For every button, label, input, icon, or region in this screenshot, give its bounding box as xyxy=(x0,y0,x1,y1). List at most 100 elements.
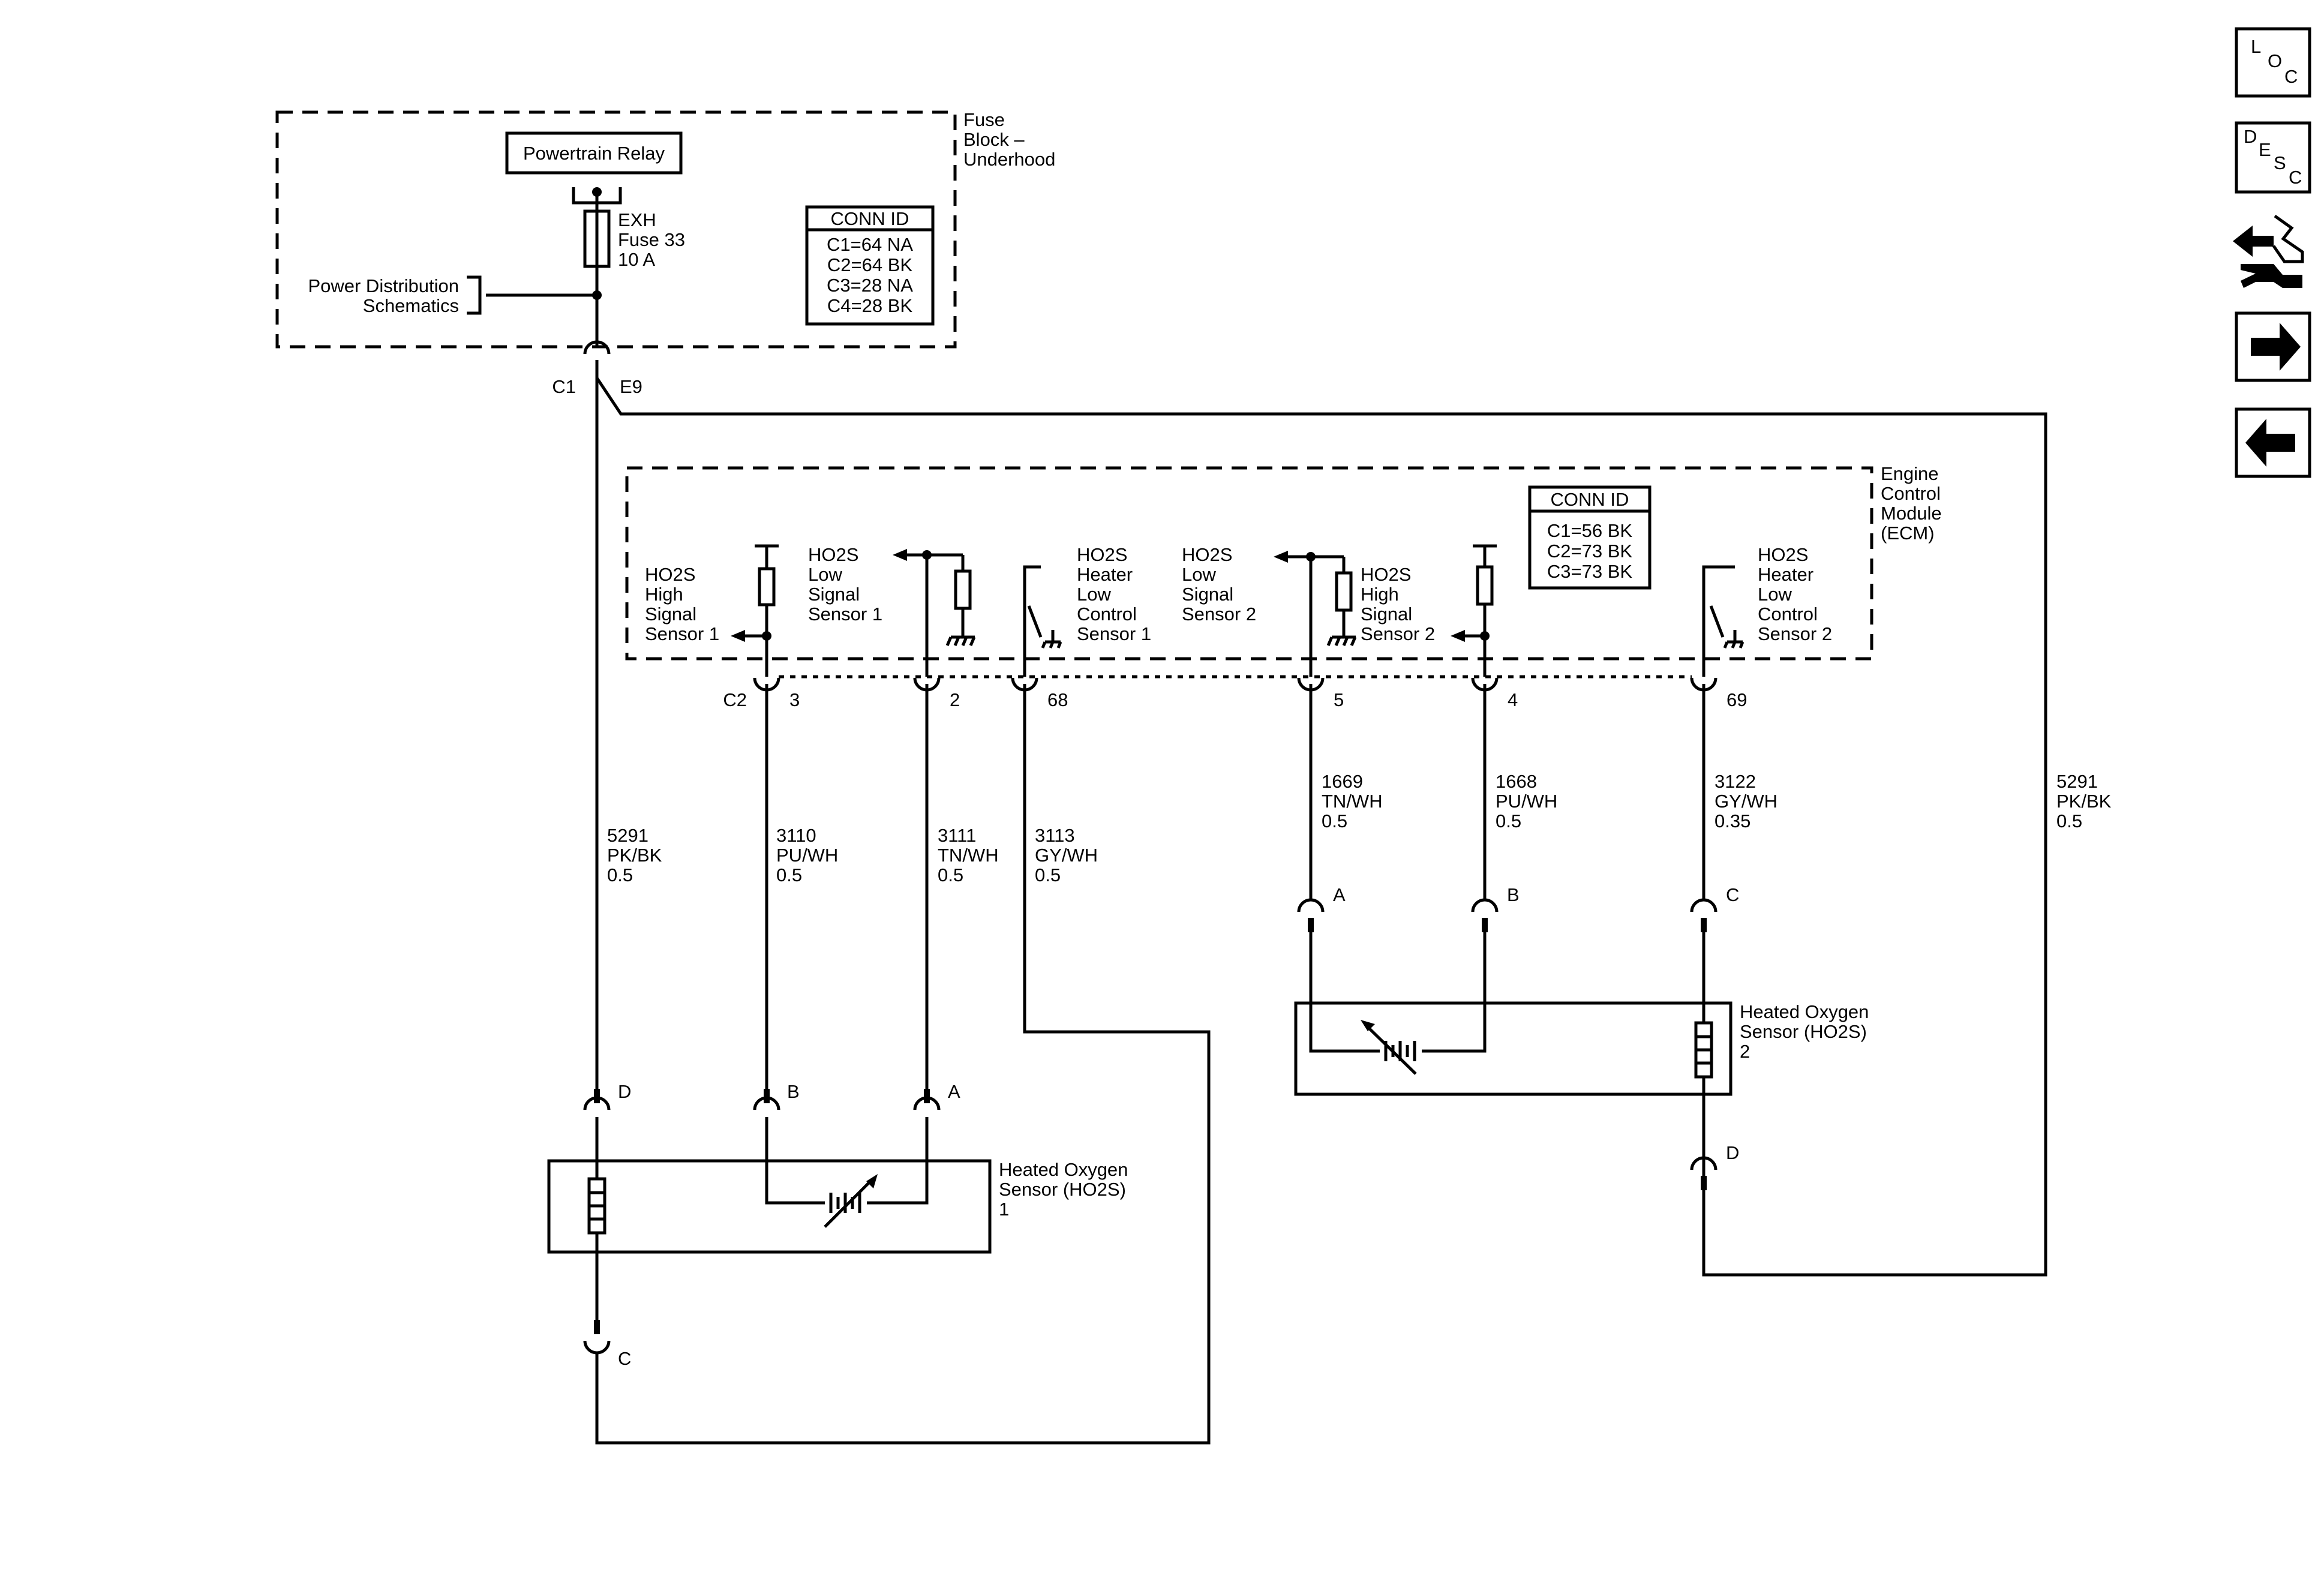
fuse-conn-row: C1=64 NA xyxy=(827,234,913,255)
fuse-conn-row: C3=28 NA xyxy=(827,275,913,296)
sensor2-title-2: Sensor (HO2S) xyxy=(1740,1021,1867,1042)
ecm-label-high2: High xyxy=(1361,584,1399,605)
loc-letter: O xyxy=(2268,50,2282,71)
sensor1-pin-d: D xyxy=(618,1081,631,1102)
ecm-label-high1: High xyxy=(645,584,683,605)
ecm-label-heater1: HO2S xyxy=(1077,544,1127,565)
previous-page-button[interactable] xyxy=(2235,407,2311,478)
ecm-label-heater1: Low xyxy=(1077,584,1111,605)
wire-label-3122: 3122 xyxy=(1715,771,1756,792)
sensor2-body xyxy=(1294,1001,1733,1096)
ecm-circuit-heater-sensor-1: HO2S Heater Low Control Sensor 1 xyxy=(1023,544,1151,677)
wire-labels: 5291 PK/BK 0.5 3110 PU/WH 0.5 3111 TN/WH… xyxy=(607,771,2112,885)
signal-arrow-left xyxy=(1451,630,1465,642)
wire-5291-right xyxy=(595,377,2047,1277)
desc-letter: D xyxy=(2244,126,2257,147)
power-distribution-label-2[interactable]: Schematics xyxy=(363,295,459,316)
ecm-label-heater2: Sensor 2 xyxy=(1758,623,1832,644)
ground-symbol xyxy=(1041,640,1062,649)
ecm-label-low1: Signal xyxy=(808,584,860,605)
desc-button[interactable]: D E S C xyxy=(2235,121,2311,194)
wire-label-5291-right: PK/BK xyxy=(2056,791,2112,812)
wire-label-3110: 0.5 xyxy=(776,864,802,885)
ground-symbol xyxy=(1326,635,1357,646)
ecm-label-heater1: Control xyxy=(1077,604,1137,625)
sensor1-pin-b: B xyxy=(787,1081,800,1102)
wire-label-3111: TN/WH xyxy=(938,845,999,866)
ecm-label-heater2: HO2S xyxy=(1758,544,1808,565)
sensor2-pin-c: C xyxy=(1726,884,1739,905)
ho2s-sensor-1: D B A Heated Oxygen Sensor (HO2S) 1 xyxy=(547,1081,1128,1369)
pin-label: 5 xyxy=(1334,689,1344,710)
wire-label-3122: 0.35 xyxy=(1715,810,1750,831)
ecm-label-low2: HO2S xyxy=(1182,544,1232,565)
arrow-right-icon xyxy=(2251,323,2301,371)
wire-label-3113: 3113 xyxy=(1035,825,1075,846)
pin-label: 69 xyxy=(1727,689,1747,710)
wire-label-3110: 3110 xyxy=(776,825,816,846)
desc-letter: C xyxy=(2289,167,2302,188)
ecm-label-heater1: Sensor 1 xyxy=(1077,623,1151,644)
low-side-driver-switch xyxy=(1709,605,1725,638)
fuse-block-title-2: Block – xyxy=(963,129,1025,150)
ecm-connector-c2: C2 3 2 68 5 4 69 xyxy=(723,675,1747,710)
sensor1-title-3: 1 xyxy=(999,1199,1009,1220)
fuse-block-boundary xyxy=(275,110,957,349)
ecm-label-high2: Sensor 2 xyxy=(1361,623,1435,644)
connector-label-c2: C2 xyxy=(723,689,747,710)
wire-label-1668: PU/WH xyxy=(1496,791,1557,812)
ecm-circuit-high-signal-sensor-2: HO2S High Signal Sensor 2 xyxy=(1361,544,1497,677)
ground-symbol xyxy=(945,635,976,646)
ecm-boundary xyxy=(625,466,1873,661)
wire-label-3113: 0.5 xyxy=(1035,864,1061,885)
fuse-block: Fuse Block – Underhood Powertrain Relay … xyxy=(275,109,1055,349)
wire-label-3113: GY/WH xyxy=(1035,845,1098,866)
loc-button[interactable]: L O C xyxy=(2235,27,2311,98)
ecm-circuit-low-signal-sensor-2: HO2S Low Signal Sensor 2 xyxy=(1182,544,1357,677)
wire-label-1668: 1668 xyxy=(1496,771,1537,792)
fuse-conn-id-title: CONN ID xyxy=(831,208,909,229)
wire-label-1669: 1669 xyxy=(1322,771,1363,792)
oxygen-sensing-element xyxy=(819,1174,878,1228)
sensor2-pin-d: D xyxy=(1726,1142,1739,1163)
ecm-label-heater2: Low xyxy=(1758,584,1792,605)
ecm-label-heater2: Heater xyxy=(1758,564,1813,585)
arrow-left-icon xyxy=(2245,419,2295,467)
next-page-button[interactable] xyxy=(2235,311,2311,382)
pull-down-resistor xyxy=(1335,571,1353,612)
power-distribution-bracket[interactable] xyxy=(467,275,482,315)
sensor1-title-2: Sensor (HO2S) xyxy=(999,1179,1126,1200)
ecm-conn-row: C2=73 BK xyxy=(1547,541,1633,562)
ecm-title-4: (ECM) xyxy=(1881,523,1935,544)
ecm-circuit-heater-sensor-2: HO2S Heater Low Control Sensor 2 xyxy=(1702,544,1832,677)
ecm-label-low1: HO2S xyxy=(808,544,858,565)
fuse-conn-row: C2=64 BK xyxy=(827,254,913,275)
ecm-label-high1: Signal xyxy=(645,604,696,625)
wire-label-1668: 0.5 xyxy=(1496,810,1521,831)
wire-label-5291-right: 5291 xyxy=(2056,771,2098,792)
ecm-module: Engine Control Module (ECM) CONN ID C1=5… xyxy=(625,463,1942,710)
loc-letter: L xyxy=(2251,36,2261,57)
pin-label-e9: E9 xyxy=(620,376,642,397)
signal-arrow-left xyxy=(1274,551,1288,563)
wire-label-5291-right: 0.5 xyxy=(2056,810,2082,831)
connector-tool-icon[interactable] xyxy=(2233,214,2304,288)
power-distribution-label-1[interactable]: Power Distribution xyxy=(308,275,459,296)
ecm-conn-row: C1=56 BK xyxy=(1547,520,1633,541)
fuse-conn-row: C4=28 BK xyxy=(827,295,913,316)
oxygen-sensing-element xyxy=(1361,1020,1428,1075)
sensor2-title-1: Heated Oxygen xyxy=(1740,1001,1869,1022)
ecm-label-low2: Sensor 2 xyxy=(1182,604,1256,625)
pin-label: 2 xyxy=(950,689,960,710)
sensor2-pin-a: A xyxy=(1333,884,1346,905)
connector-label-c1: C1 xyxy=(552,376,576,397)
ecm-conn-id-box xyxy=(1528,485,1652,590)
wire-label-3111: 3111 xyxy=(938,825,976,846)
low-side-driver-switch xyxy=(1027,605,1043,638)
desc-letter: S xyxy=(2274,152,2286,173)
ecm-title-1: Engine xyxy=(1881,463,1939,484)
wire-label-3111: 0.5 xyxy=(938,864,963,885)
sensor2-pin-b: B xyxy=(1507,884,1520,905)
wire-label-3122: GY/WH xyxy=(1715,791,1777,812)
